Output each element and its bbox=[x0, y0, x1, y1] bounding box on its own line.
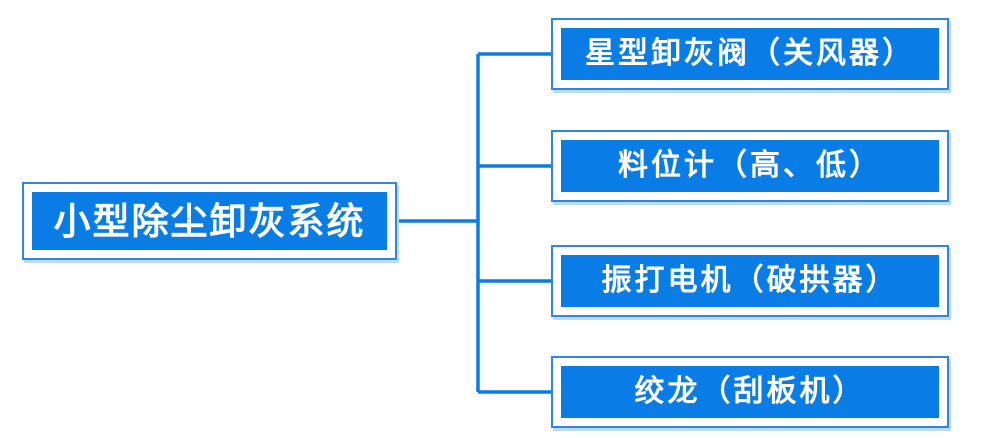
child-node-star-valve[interactable]: 星型卸灰阀（关风器） bbox=[551, 18, 949, 90]
root-node-fill: 小型除尘卸灰系统 bbox=[32, 192, 387, 250]
child-node-label: 振打电机（破拱器） bbox=[601, 264, 899, 297]
child-node-fill: 绞龙（刮板机） bbox=[561, 366, 939, 418]
child-node-label: 料位计（高、低） bbox=[618, 149, 882, 182]
child-node-label: 星型卸灰阀（关风器） bbox=[585, 37, 915, 70]
child-node-fill: 星型卸灰阀（关风器） bbox=[561, 28, 939, 80]
child-node-fill: 振打电机（破拱器） bbox=[561, 255, 939, 307]
child-node-fill: 料位计（高、低） bbox=[561, 140, 939, 192]
root-node-label: 小型除尘卸灰系统 bbox=[53, 200, 366, 242]
root-node[interactable]: 小型除尘卸灰系统 bbox=[22, 182, 397, 260]
child-node-level-gauge[interactable]: 料位计（高、低） bbox=[551, 130, 949, 202]
child-node-label: 绞龙（刮板机） bbox=[634, 375, 866, 408]
child-node-vibration-motor[interactable]: 振打电机（破拱器） bbox=[551, 245, 949, 317]
child-node-auger[interactable]: 绞龙（刮板机） bbox=[551, 356, 949, 428]
